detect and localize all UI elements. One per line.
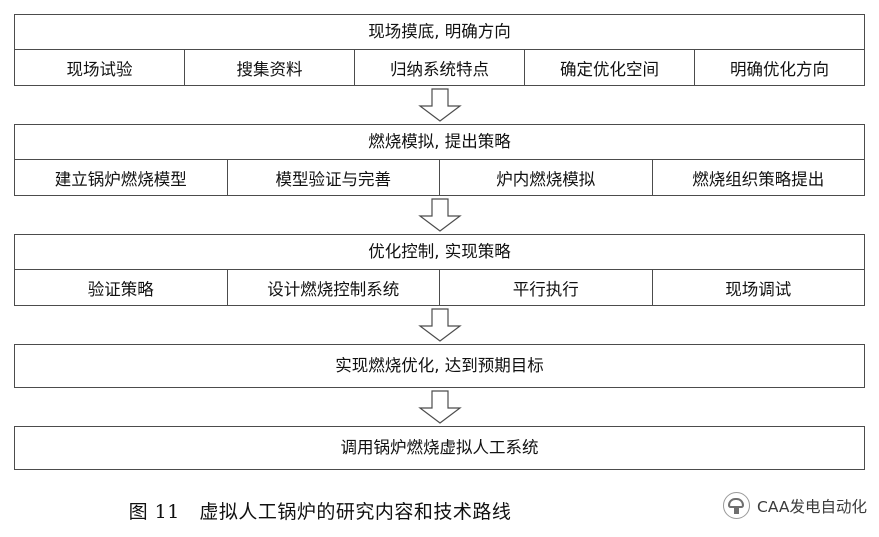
figure-caption: 图 11 虚拟人工锅炉的研究内容和技术路线: [128, 501, 512, 523]
stage-2-title: 燃烧模拟, 提出策略: [368, 132, 511, 151]
flow-stage-2: 燃烧模拟, 提出策略 建立锅炉燃烧模型 模型验证与完善 炉内燃烧模拟 燃烧组织策…: [14, 124, 865, 196]
arrow-1-container: [14, 86, 865, 124]
watermark-badge: CAA发电自动化: [723, 492, 867, 519]
arrow-3-container: [14, 306, 865, 344]
stage-1-cell-3: 归纳系统特点: [355, 50, 525, 85]
arrow-down-icon: [417, 88, 462, 122]
stage-1-cell-5: 明确优化方向: [730, 59, 829, 79]
stage-5-title: 调用锅炉燃烧虚拟人工系统: [340, 438, 539, 457]
stage-2-cell-3: 炉内燃烧模拟: [440, 160, 653, 195]
stage-4-title: 实现燃烧优化, 达到预期目标: [335, 356, 544, 375]
stage-3-title: 优化控制, 实现策略: [368, 242, 511, 261]
stage-1-cell-1: 现场试验: [15, 50, 185, 85]
stage-2-cells: 建立锅炉燃烧模型 模型验证与完善 炉内燃烧模拟 燃烧组织策略提出: [15, 159, 864, 195]
stage-2-cell-2: 模型验证与完善: [228, 160, 440, 195]
stage-2-cell-1: 建立锅炉燃烧模型: [15, 160, 228, 195]
flow-stage-1: 现场摸底, 明确方向 现场试验 搜集资料 归纳系统特点 确定优化空间 明确优化方…: [14, 14, 865, 86]
flow-stage-3: 优化控制, 实现策略 验证策略 设计燃烧控制系统 平行执行 现场调试: [14, 234, 865, 306]
stage-3-cell-2: 设计燃烧控制系统: [228, 270, 440, 305]
stage-1-cell-2: 搜集资料: [185, 50, 355, 85]
stage-2-cell-4: 燃烧组织策略提出: [692, 169, 825, 189]
watermark-text: CAA发电自动化: [757, 497, 867, 516]
stage-3-cells: 验证策略 设计燃烧控制系统 平行执行 现场调试: [15, 269, 864, 305]
caa-logo-icon: [723, 492, 751, 519]
stage-1-title: 现场摸底, 明确方向: [368, 22, 511, 41]
arrow-down-icon: [417, 198, 462, 232]
flow-stage-5: 调用锅炉燃烧虚拟人工系统: [14, 426, 865, 470]
stage-3-cell-3: 平行执行: [440, 270, 653, 305]
arrow-down-icon: [417, 390, 462, 424]
stage-1-cell-4: 确定优化空间: [525, 50, 695, 85]
arrow-2-container: [14, 196, 865, 234]
flowchart: 现场摸底, 明确方向 现场试验 搜集资料 归纳系统特点 确定优化空间 明确优化方…: [14, 14, 865, 470]
stage-1-cells: 现场试验 搜集资料 归纳系统特点 确定优化空间 明确优化方向: [15, 49, 864, 85]
arrow-4-container: [14, 388, 865, 426]
flow-stage-4: 实现燃烧优化, 达到预期目标: [14, 344, 865, 388]
stage-3-cell-4: 现场调试: [725, 279, 792, 299]
stage-3-cell-1: 验证策略: [15, 270, 228, 305]
arrow-down-icon: [417, 308, 462, 342]
